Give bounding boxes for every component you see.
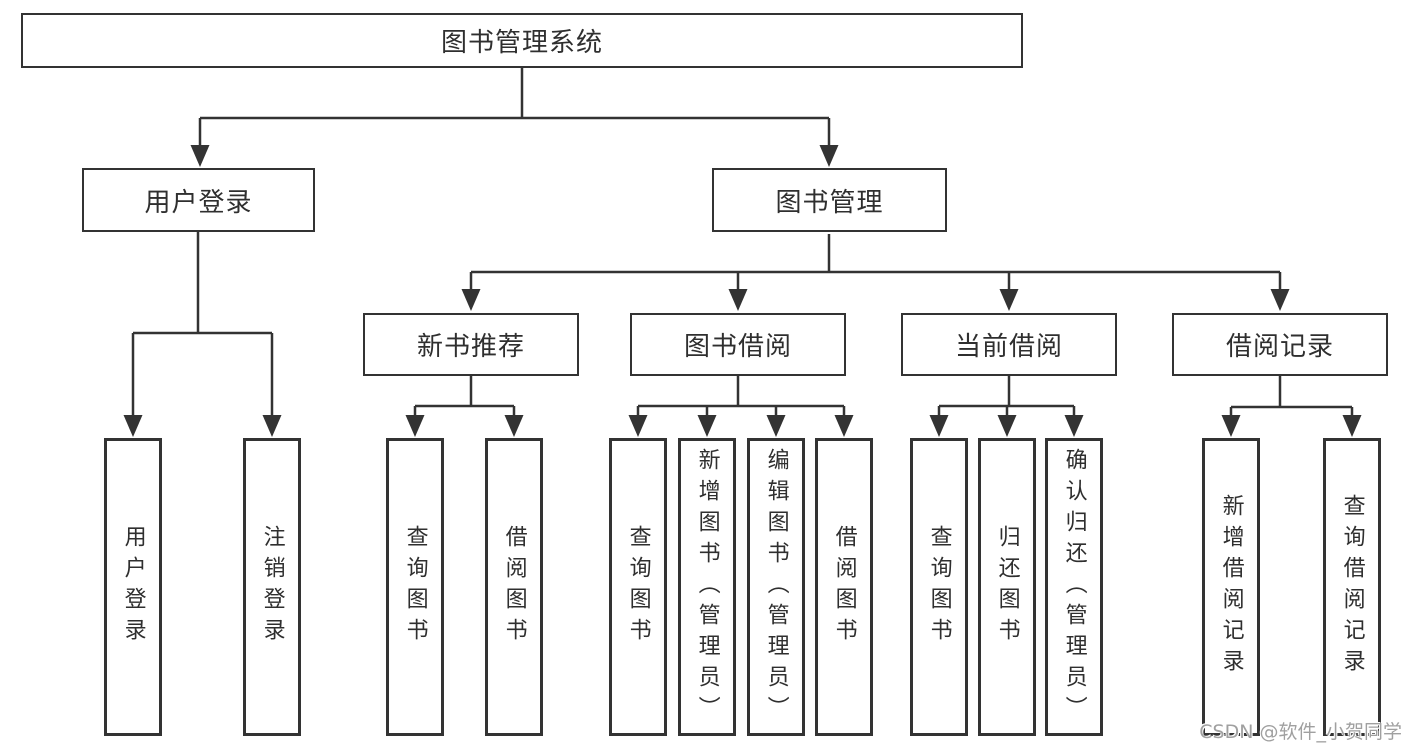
leaf-logout: 注销登录: [243, 438, 301, 736]
node-label: 查询借阅记录: [1339, 494, 1365, 680]
node-label: 借阅记录: [1225, 332, 1334, 362]
node-current-borrowing: 当前借阅: [901, 313, 1117, 376]
leaf-query-books-borrowing: 查询图书: [609, 438, 667, 736]
leaf-return-books: 归还图书: [978, 438, 1036, 736]
arrowhead: [728, 289, 748, 311]
leaf-query-books-recommend: 查询图书: [386, 438, 444, 736]
leaf-query-books-current: 查询图书: [910, 438, 968, 736]
node-new-book-recommendation: 新书推荐: [363, 313, 579, 376]
node-label: 借阅图书: [501, 525, 527, 649]
leaf-borrow-books-recommend: 借阅图书: [485, 438, 543, 736]
node-label: 新增图书（管理员）: [694, 447, 720, 727]
arrowheads: [123, 145, 1362, 437]
csdn-watermark: CSDN @软件_小贺同学: [1199, 721, 1402, 743]
node-book-borrowing: 图书借阅: [630, 313, 846, 376]
leaf-query-borrow-record: 查询借阅记录: [1323, 438, 1381, 736]
leaf-add-books-admin: 新增图书（管理员）: [678, 438, 736, 736]
node-label: 新增借阅记录: [1218, 494, 1244, 680]
arrowhead: [929, 415, 949, 437]
node-book-management-system: 图书管理系统: [21, 13, 1023, 68]
node-borrowing-records: 借阅记录: [1172, 313, 1388, 376]
node-label: 用户登录: [120, 525, 146, 649]
node-label: 图书借阅: [683, 332, 792, 362]
arrowhead: [1064, 415, 1084, 437]
node-label: 查询图书: [402, 525, 428, 649]
arrowhead: [1270, 289, 1290, 311]
arrowhead: [405, 415, 425, 437]
node-label: 借阅图书: [831, 525, 857, 649]
node-label: 注销登录: [259, 525, 285, 649]
node-label: 确认归还（管理员）: [1061, 447, 1087, 727]
arrowhead: [1342, 415, 1362, 437]
node-label: 归还图书: [994, 525, 1020, 649]
arrowhead: [504, 415, 524, 437]
leaf-add-borrow-record: 新增借阅记录: [1202, 438, 1260, 736]
arrowhead: [123, 415, 143, 437]
arrowhead: [997, 415, 1017, 437]
arrowhead: [697, 415, 717, 437]
arrowhead: [461, 289, 481, 311]
node-book-management: 图书管理: [712, 168, 947, 232]
connector-path: [131, 68, 1354, 420]
leaf-edit-books-admin: 编辑图书（管理员）: [747, 438, 805, 736]
arrowhead: [999, 289, 1019, 311]
arrowhead: [834, 415, 854, 437]
node-label: 查询图书: [926, 525, 952, 649]
node-label: 图书管理: [775, 187, 884, 218]
node-label: 用户登录: [144, 187, 253, 218]
arrowhead: [190, 145, 210, 167]
node-user-login: 用户登录: [82, 168, 315, 232]
leaf-borrow-books-borrowing: 借阅图书: [815, 438, 873, 736]
node-label: 新书推荐: [416, 332, 525, 362]
arrowhead: [262, 415, 282, 437]
node-label: 图书管理系统: [440, 28, 603, 58]
node-label: 查询图书: [625, 525, 651, 649]
arrowhead: [628, 415, 648, 437]
leaf-user-login: 用户登录: [104, 438, 162, 736]
arrowhead: [1221, 415, 1241, 437]
leaf-confirm-return-admin: 确认归还（管理员）: [1045, 438, 1103, 736]
node-label: 编辑图书（管理员）: [763, 447, 789, 727]
arrowhead: [819, 145, 839, 167]
arrowhead: [766, 415, 786, 437]
node-label: 当前借阅: [954, 332, 1063, 362]
